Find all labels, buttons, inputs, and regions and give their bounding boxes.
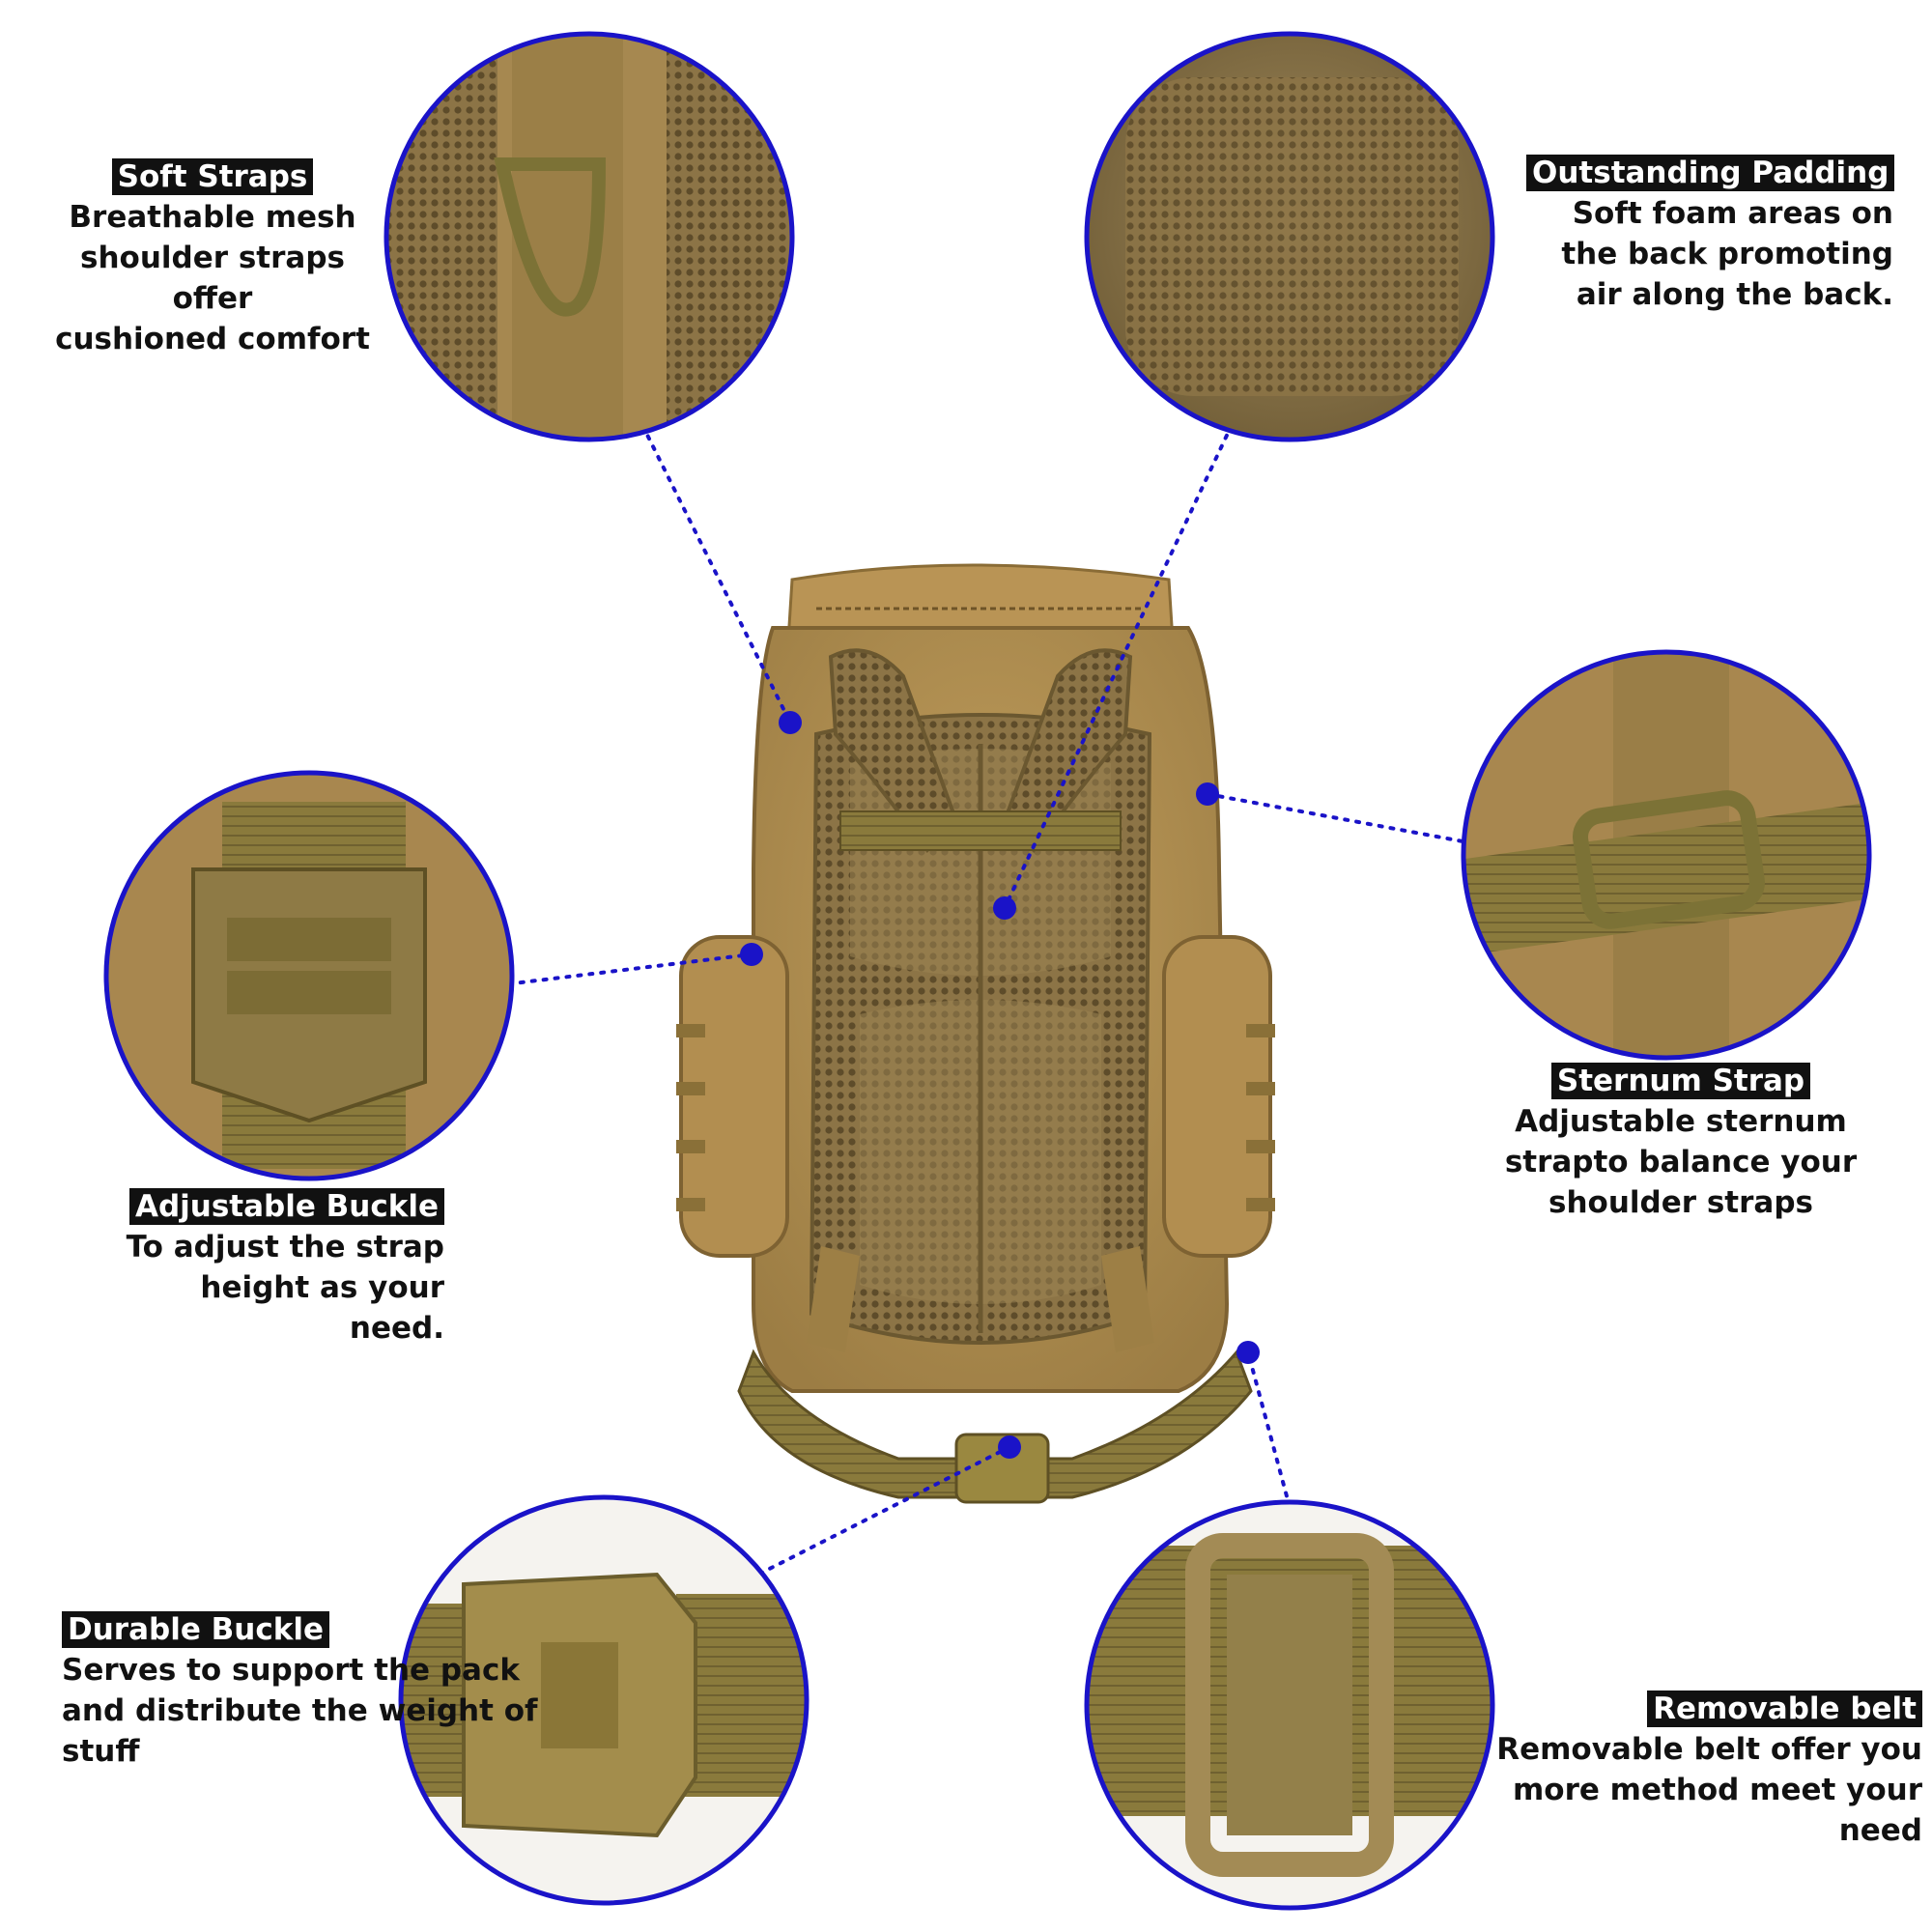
callout-adjustable-buckle: Adjustable Buckle To adjust the strap he… [116,1188,444,1349]
callout-description: Adjustable sternum strapto balance your … [1504,1104,1858,1220]
callout-description: Serves to support the pack and distribut… [62,1653,538,1769]
adjustable-buckle-detail [103,770,515,1181]
callout-title: Durable Buckle [62,1611,329,1648]
callout-title: Soft Straps [111,158,314,195]
removable-belt-detail [1084,1499,1495,1911]
durable-buckle-detail [398,1494,810,1906]
callout-title: Removable belt [1647,1690,1922,1727]
marker-dots [740,711,1260,1459]
callout-removable-belt: Removable belt Removable belt offer you … [1449,1690,1922,1851]
callout-title: Outstanding Padding [1526,155,1895,191]
leader-lines [496,413,1475,1586]
backpack [676,563,1275,1504]
callout-description: Breathable mesh shoulder straps offer cu… [55,200,370,356]
callout-description: Removable belt offer you more method mee… [1496,1732,1922,1848]
callout-title: Sternum Strap [1550,1063,1811,1099]
sternum-strap-detail [1461,649,1872,1061]
callout-description: To adjust the strap height as your need. [126,1230,444,1346]
callout-durable-buckle: Durable Buckle Serves to support the pac… [62,1611,603,1772]
callout-title: Adjustable Buckle [128,1188,444,1225]
callout-soft-straps: Soft Straps Breathable mesh shoulder str… [39,158,386,359]
soft-straps-detail [384,31,795,442]
callout-outstanding-padding: Outstanding Padding Soft foam areas on t… [1526,155,1895,315]
callout-description: Soft foam areas on the back promoting ai… [1561,196,1893,312]
padding-detail [1084,31,1495,442]
callout-sternum-strap: Sternum Strap Adjustable sternum strapto… [1488,1063,1874,1223]
